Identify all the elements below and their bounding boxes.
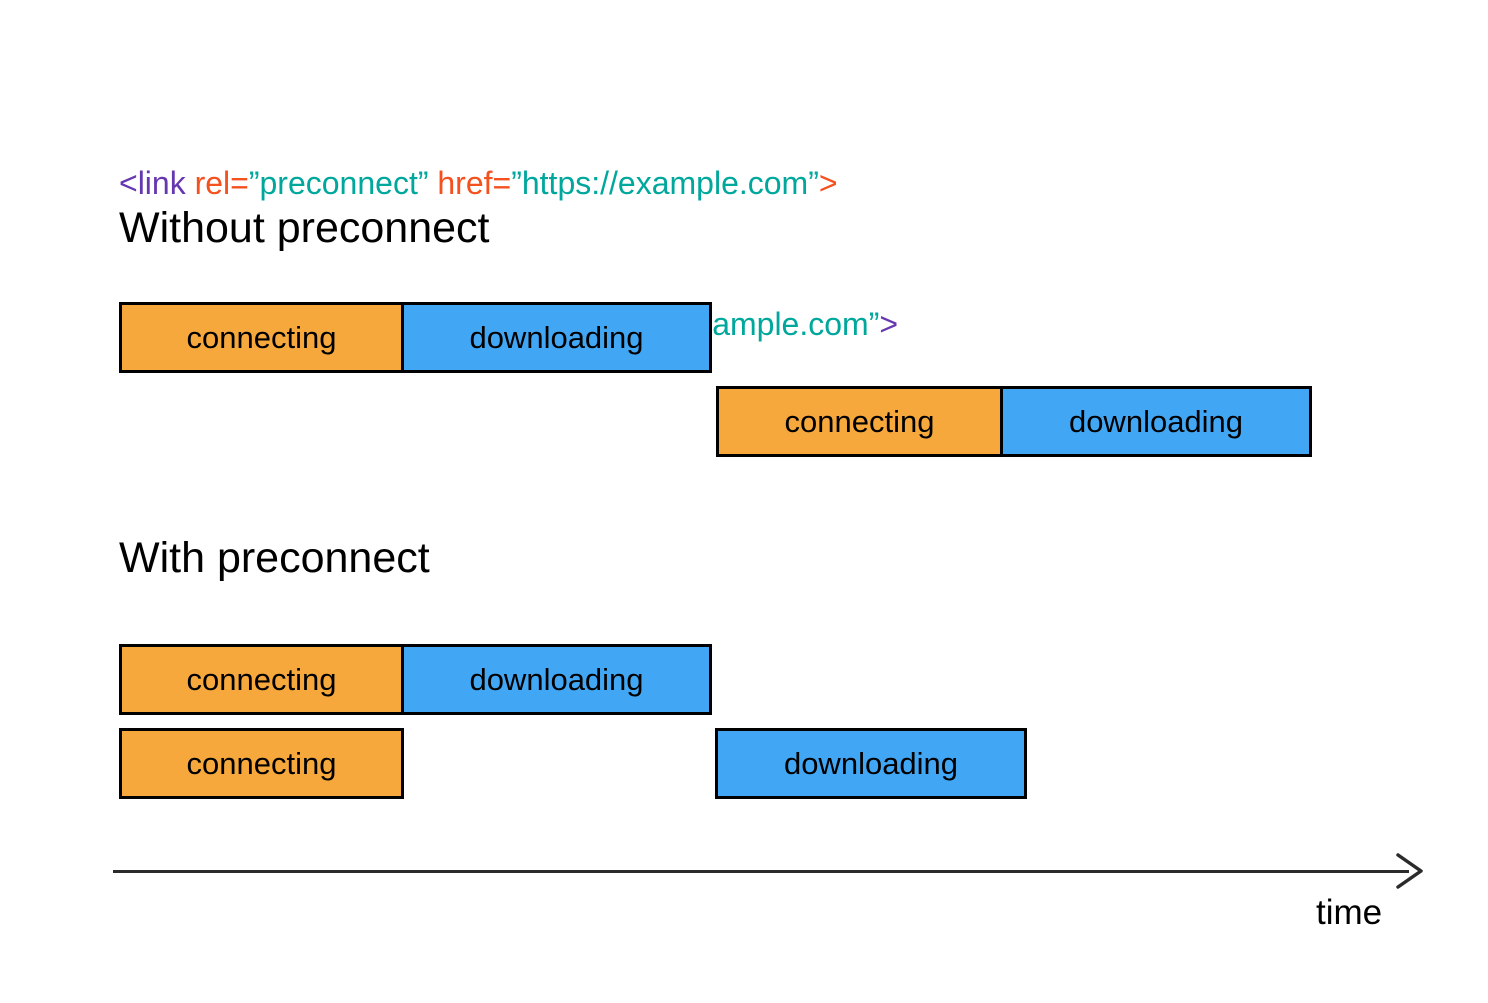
axis-arrowhead-icon <box>1396 853 1423 889</box>
time-axis-line <box>113 870 1409 873</box>
code-token-purple: > <box>879 306 899 342</box>
section-title-with-preconnect: With preconnect <box>119 534 430 582</box>
timeline-bar-with-request-1: connecting downloading <box>119 644 712 715</box>
bar-segment-connecting: connecting <box>119 644 404 715</box>
code-token-orange: > <box>818 165 838 201</box>
timeline-bar-without-request-2: connecting downloading <box>716 386 1312 457</box>
bar-segment-connecting: connecting <box>119 728 404 799</box>
code-token-teal: ”preconnect” <box>248 165 438 201</box>
bar-segment-connecting: connecting <box>716 386 1003 457</box>
code-token-orange: href= <box>437 165 512 201</box>
timeline-bar-with-request-2-connect: connecting <box>119 728 404 799</box>
code-line-1: <link rel=”preconnect” href=”https://exa… <box>119 160 898 207</box>
bar-segment-downloading: downloading <box>1000 386 1312 457</box>
code-token-teal: ”https://example.com” <box>511 165 819 201</box>
section-title-without-preconnect: Without preconnect <box>119 204 490 252</box>
bar-segment-downloading: downloading <box>401 302 712 373</box>
code-token-purple: <link <box>119 165 195 201</box>
code-token-orange: rel= <box>194 165 249 201</box>
time-axis-label: time <box>1316 893 1383 932</box>
bar-segment-connecting: connecting <box>119 302 404 373</box>
timeline-bar-with-request-2-download: downloading <box>715 728 1027 799</box>
bar-segment-downloading: downloading <box>401 644 712 715</box>
timeline-bar-without-request-1: connecting downloading <box>119 302 712 373</box>
bar-segment-downloading: downloading <box>715 728 1027 799</box>
